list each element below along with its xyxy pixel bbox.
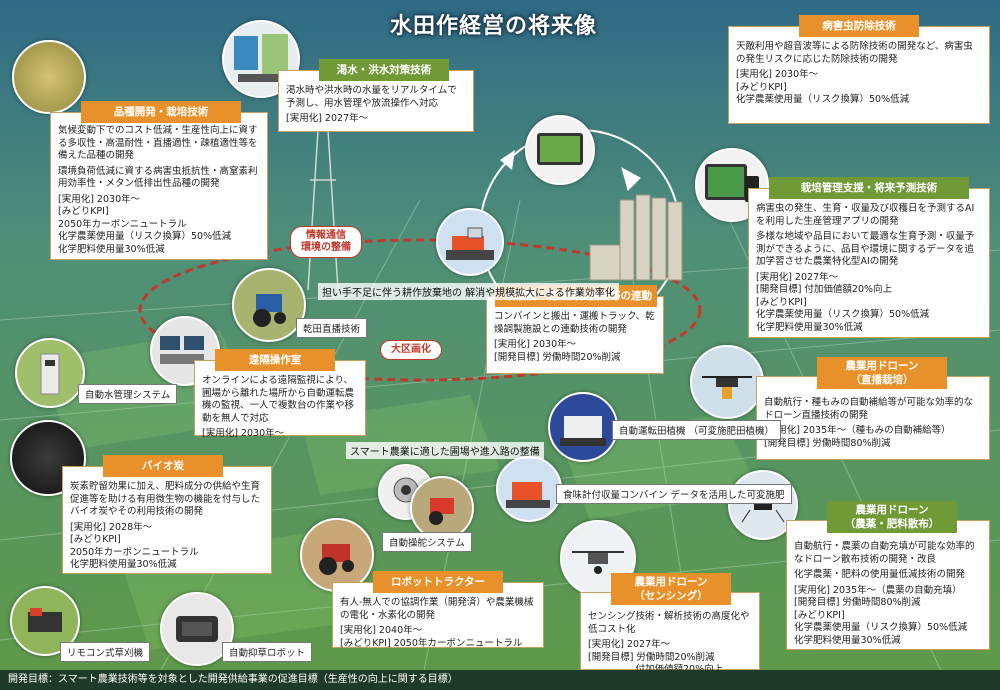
box-pest-head: 病害虫防除技術: [799, 15, 919, 37]
box-drone-spray: 農業用ドローン （農薬・肥料散布） 自動航行・農薬の自動充填が可能な効率的なドロ…: [786, 501, 990, 650]
label-weeding: 自動抑草ロボット: [222, 642, 313, 662]
box-biochar: バイオ炭 炭素貯留効果に加え、肥料成分の供給や生育促進等を助ける有用微生物の機能…: [62, 455, 272, 574]
box-tractor-head: ロボットトラクター: [373, 571, 503, 593]
box-drone-spray-text3: [実用化] 2035年～（農薬の自動充填） [開発目標] 労働時間80%削減 […: [794, 584, 968, 646]
label-mower: リモコン式草刈機: [60, 642, 151, 662]
tag-info-network: 情報通信 環境の整備: [290, 226, 362, 258]
box-combine-text2: [実用化] 2030年～ [開発目標] 労働時間20%削減: [494, 339, 621, 363]
box-breeding-text1: 気候変動下でのコスト低減・生産性向上に資する多収性・高温耐性・直播適性・疎植適性…: [58, 125, 258, 161]
box-drone-spray-head: 農業用ドローン （農薬・肥料散布）: [827, 501, 957, 533]
drone-seed-photo: [690, 345, 764, 419]
box-drone-sense-head: 農業用ドローン （センシング）: [611, 573, 731, 605]
label-auto-transplant: 自動運転田植機 （可変施肥田植機）: [612, 420, 782, 440]
box-drone-seed: 農業用ドローン （直播栽培） 自動航行・種もみの自動補給等が可能な効率的なドロー…: [756, 357, 990, 460]
label-auto-water: 自動水管理システム: [78, 384, 178, 404]
box-drone-sense-text1: センシング技術・解析技術の高度化や低コスト化: [588, 611, 750, 635]
box-drone-spray-head-line1: 農業用ドローン: [855, 504, 929, 516]
box-drone-sense-text2: [実用化] 2027年～ [開発目標] 労働時間20%削減 付加価値額20%向上: [588, 639, 723, 675]
box-combine-text1: コンバインと搬出・運搬トラック、乾燥調製施設との連動技術の開発: [494, 311, 655, 335]
box-water-text1: 渇水時や洪水時の水量をリアルタイムで予測し、用水管理や放流操作へ対応: [286, 85, 457, 109]
box-drone-sense-head-line2: （センシング）: [634, 590, 708, 602]
box-biochar-text1: 炭素貯留効果に加え、肥料成分の供給や生育促進等を助ける有用微生物の機能を付与した…: [70, 481, 261, 517]
box-pest-text2: [実用化] 2030年～ [みどりKPI] 化学農薬使用量（リスク換算）50%低…: [736, 69, 910, 105]
yield-combine-photo: [496, 456, 562, 522]
footer-note: 開発目標：スマート農業技術等を対象とした開発供給事業の促進目標（生産性の向上に関…: [0, 670, 1000, 690]
box-cultivation-text1: 病害虫の発生、生育・収量及び収穫日を予測するAIを利用した生産管理アプリの開発: [756, 203, 975, 227]
box-remote-head: 遠隔操作室: [215, 349, 335, 371]
label-dry-field: 乾田直播技術: [296, 318, 368, 338]
tablet-photo: [525, 115, 595, 185]
box-breeding-head: 品種開発・栽培技術: [81, 101, 241, 123]
label-auto-steer: 自動操舵システム: [382, 532, 472, 552]
box-cultivation: 栽培管理支援・将来予測技術 病害虫の発生、生育・収量及び収穫日を予測するAIを利…: [748, 177, 990, 338]
box-remote: 遠隔操作室 オンラインによる遠隔監視により、圃場から離れた場所から自動運転農機の…: [194, 349, 366, 439]
box-drone-sense: 農業用ドローン （センシング） センシング技術・解析技術の高度化や低コスト化 […: [580, 573, 760, 675]
box-breeding: 品種開発・栽培技術 気候変動下でのコスト低減・生産性向上に資する多収性・高温耐性…: [50, 101, 268, 260]
box-remote-text1: オンラインによる遠隔監視により、圃場から離れた場所から自動運転農機の監視、一人で…: [202, 375, 355, 424]
box-tractor: ロボットトラクター 有人-無人での協調作業（開発済）や農業機械の電化・水素化の開…: [332, 571, 544, 649]
tag-efficiency: 担い手不足に伴う耕作放棄地の 解消や規模拡大による作業効率化: [318, 283, 619, 300]
cycle-arrow-icon: [621, 166, 641, 191]
rice-photo: [12, 40, 86, 114]
weeding-robot-photo: [160, 592, 234, 666]
box-breeding-text3: [実用化] 2030年～ [みどりKPI] 2050年カーボンニュートラル 化学…: [58, 193, 232, 255]
page-title: 水田作経営の将来像: [390, 14, 598, 39]
box-drone-spray-text2: 化学農薬・肥料の使用量低減技術の開発: [794, 569, 966, 580]
box-pest: 病害虫防除技術 天敵利用や超音波等による防除技術の開発など、病害虫の発生リスクに…: [728, 15, 990, 124]
banner-field-maintenance: スマート農業に適した圃場や進入路の整備: [346, 442, 544, 459]
box-cultivation-text3: [実用化] 2027年～ [開発目標] 付加価値額20%向上 [みどりKPI] …: [756, 271, 930, 333]
box-tractor-text2: [実用化] 2040年～ [みどりKPI] 2050年カーボンニュートラル: [340, 625, 523, 649]
label-yield-combine: 食味計付収量コンバイン データを活用した可変施肥: [556, 484, 792, 504]
water-gate-photo: [15, 338, 85, 408]
box-drone-sense-head-line1: 農業用ドローン: [634, 576, 708, 588]
box-water-head: 渇水・洪水対策技術: [319, 59, 449, 81]
robot-tractor-photo: [300, 518, 374, 592]
box-water-text2: [実用化] 2027年～: [286, 113, 369, 124]
tag-large-plot: 大区画化: [380, 340, 442, 360]
box-drone-spray-head-line2: （農薬・肥料散布）: [844, 518, 940, 530]
box-cultivation-head: 栽培管理支援・将来予測技術: [769, 177, 969, 199]
box-tractor-text1: 有人-無人での協調作業（開発済）や農業機械の電化・水素化の開発: [340, 597, 534, 621]
box-remote-text2: [実用化] 2030年～: [202, 428, 285, 439]
box-pest-text1: 天敵利用や超音波等による防除技術の開発など、病害虫の発生リスクに応じた防除技術の…: [736, 41, 973, 65]
box-drone-seed-head-line1: 農業用ドローン: [845, 360, 919, 372]
box-drone-seed-text1: 自動航行・種もみの自動補給等が可能な効率的なドローン直播技術の開発: [764, 397, 974, 421]
box-biochar-text2: [実用化] 2028年～ [みどりKPI] 2050年カーボンニュートラル 化学…: [70, 521, 199, 571]
box-biochar-head: バイオ炭: [103, 455, 223, 477]
box-combine: 収穫機・乾燥調製施設等の連動 コンバインと搬出・運搬トラック、乾燥調製施設との連…: [486, 285, 664, 374]
box-breeding-text2: 環境負荷低減に資する病害虫抵抗性・高窒素利用効率性・メタン低排出性品種の開発: [58, 165, 258, 190]
transplanter-photo: [548, 392, 618, 462]
box-drone-seed-head-line2: （直播栽培）: [850, 374, 914, 386]
box-water: 渇水・洪水対策技術 渇水時や洪水時の水量をリアルタイムで予測し、用水管理や放流操…: [278, 59, 474, 132]
tractor-seeding-photo: [232, 268, 306, 342]
box-drone-seed-text2: [実用化] 2035年～（種もみの自動補給等） [開発目標] 労働時間80%削減: [764, 425, 951, 449]
combine-photo: [436, 208, 504, 276]
box-drone-seed-head: 農業用ドローン （直播栽培）: [817, 357, 947, 389]
box-cultivation-text2: 多様な地域や品目において最適な生育予測・収量予測ができるように、品目や環境に関す…: [756, 231, 975, 267]
box-drone-spray-text1: 自動航行・農薬の自動充填が可能な効率的なドローン散布技術の開発・改良: [794, 541, 975, 565]
field-tractor-photo: [410, 476, 474, 540]
